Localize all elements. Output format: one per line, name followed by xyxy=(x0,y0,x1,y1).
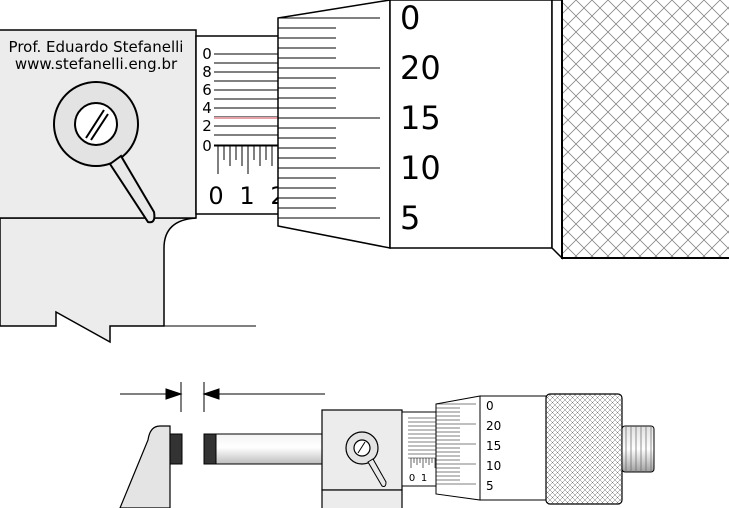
credit-website: www.stefanelli.eng.br xyxy=(15,55,178,73)
vernier-lines xyxy=(214,53,280,146)
overview-frame xyxy=(119,425,171,508)
overview-anvil xyxy=(169,433,183,465)
overview-thimble-face xyxy=(479,395,547,501)
overview-lock-ring-icon xyxy=(345,431,387,487)
overview-thimble-label: 15 xyxy=(486,439,501,453)
overview-thimble-knurl xyxy=(545,393,623,505)
vernier-label: 2 xyxy=(202,117,212,135)
vernier-label: 0 xyxy=(202,137,212,155)
thimble-label: 15 xyxy=(400,99,441,137)
vernier-label: 4 xyxy=(202,99,212,117)
thimble-knurl xyxy=(561,0,729,259)
overview-sleeve-label: 1 xyxy=(421,473,427,484)
overview-thimble-label: 5 xyxy=(486,479,494,493)
overview-thimble-label: 10 xyxy=(486,459,501,473)
overview-spindle-tip xyxy=(203,433,217,465)
overview-thimble-label: 20 xyxy=(486,419,501,433)
overview-sleeve xyxy=(401,411,437,487)
thimble-knurl-step xyxy=(551,0,563,260)
sleeve-label: 0 xyxy=(208,182,223,210)
thimble-label: 5 xyxy=(400,199,420,237)
thimble-label: 20 xyxy=(400,49,441,87)
overview-sleeve-label: 0 xyxy=(409,473,415,484)
vernier-label: 0 xyxy=(202,45,212,63)
thimble-ticks xyxy=(278,17,380,219)
credit-author: Prof. Eduardo Stefanelli xyxy=(9,38,184,56)
overview-thimble-ticks xyxy=(436,403,476,485)
overview-sleeve-lines xyxy=(408,417,436,468)
thimble-label: 10 xyxy=(400,149,441,187)
lock-ring-icon xyxy=(53,81,156,224)
sleeve-label: 1 xyxy=(239,182,254,210)
sleeve xyxy=(195,35,281,215)
vernier-label: 8 xyxy=(202,63,212,81)
frame-body xyxy=(0,217,197,344)
thimble-bevel xyxy=(277,0,391,249)
overview-thimble-label: 0 xyxy=(486,399,494,413)
overview-ratchet xyxy=(621,425,655,473)
overview-frame-base xyxy=(321,489,403,508)
vernier-label: 6 xyxy=(202,81,212,99)
overview-view: 0 1 0 20 xyxy=(119,382,655,508)
detail-view: Prof. Eduardo Stefanelli www.stefanelli.… xyxy=(0,0,729,344)
overview-ratchet-lines xyxy=(625,426,652,472)
sleeve-scale xyxy=(214,145,280,174)
gap-dimension-arrows xyxy=(120,382,325,412)
thimble-label: 0 xyxy=(400,0,420,37)
overview-spindle xyxy=(215,433,325,465)
